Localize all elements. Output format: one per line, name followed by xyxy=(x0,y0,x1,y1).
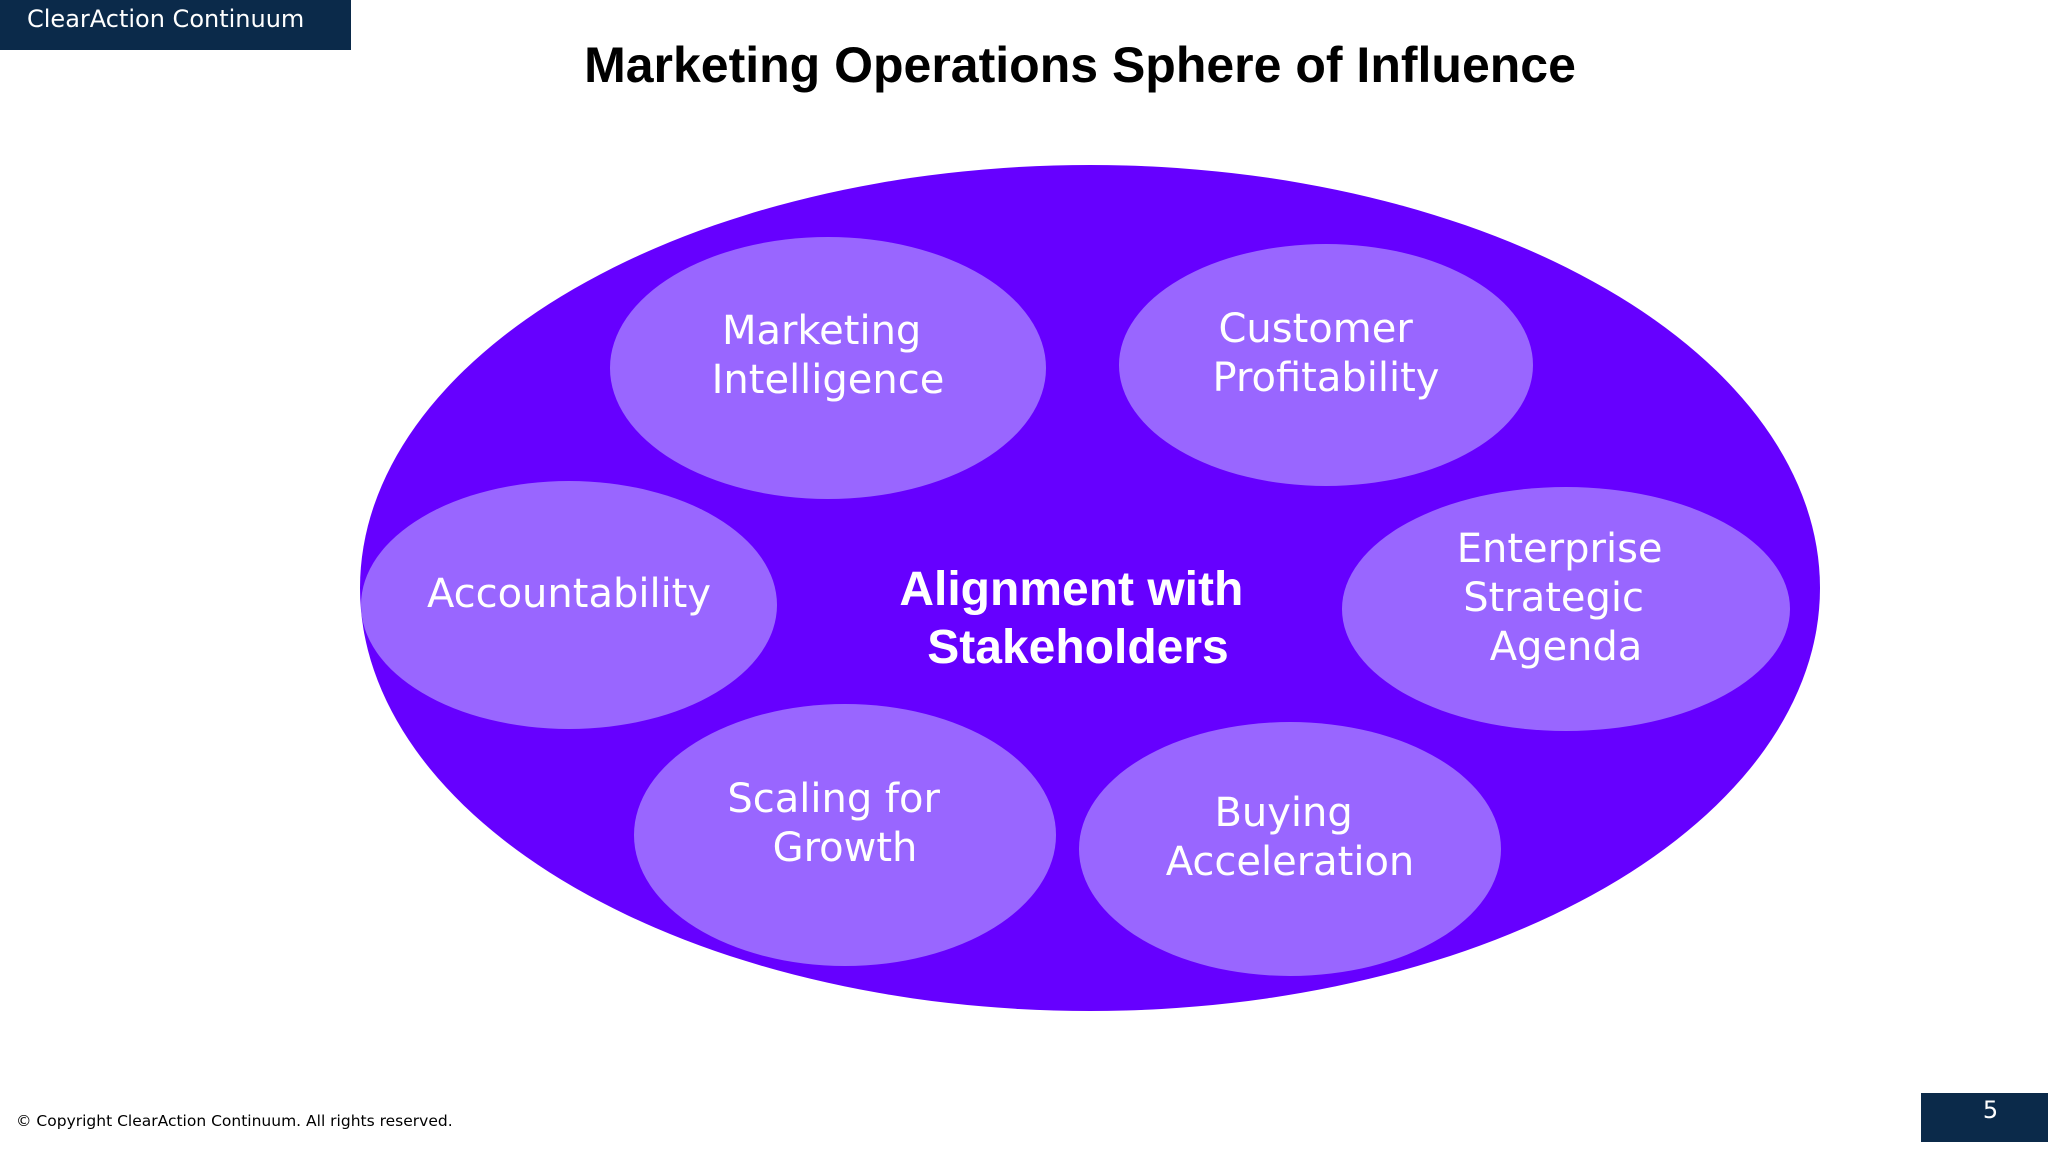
bubble-line: Growth xyxy=(773,825,918,871)
bubble-line: Acceleration xyxy=(1166,839,1415,885)
bubble-line: Profitability xyxy=(1213,355,1440,401)
bubble-line: Intelligence xyxy=(712,357,945,403)
center-label-line: Alignment with xyxy=(899,563,1243,616)
bubble-line: Accountability xyxy=(427,571,711,617)
bubble-marketing-intelligence: Marketing Intelligence xyxy=(610,237,1046,499)
bubble-buying-acceleration: Buying Acceleration xyxy=(1079,722,1501,976)
svg-text:Customer Profitability: Customer Profitability xyxy=(1213,306,1440,401)
svg-text:Accountability: Accountability xyxy=(427,571,711,617)
brand-name: ClearAction Continuum xyxy=(27,5,305,33)
bubble-accountability: Accountability xyxy=(361,481,777,729)
page-number: 5 xyxy=(1921,1093,2048,1142)
bubble-customer-profitability: Customer Profitability xyxy=(1119,244,1533,486)
bubble-enterprise-strategic-agenda: Enterprise Strategic Agenda xyxy=(1342,487,1790,731)
bubble-line: Customer xyxy=(1218,306,1413,352)
bubble-scaling-for-growth: Scaling for Growth xyxy=(634,704,1056,966)
svg-text:Buying Acceleration: Buying Acceleration xyxy=(1166,790,1415,885)
bubble-line: Strategic xyxy=(1463,575,1644,621)
bubble-line: Agenda xyxy=(1490,624,1643,670)
brand-tab: ClearAction Continuum xyxy=(0,0,351,50)
bubble-line: Buying xyxy=(1214,790,1352,836)
bubble-line: Marketing xyxy=(722,308,921,354)
bubble-line: Enterprise xyxy=(1457,526,1663,572)
copyright-notice: © Copyright ClearAction Continuum. All r… xyxy=(16,1112,453,1130)
svg-text:Enterprise Strategic: Enterprise Strategic Agenda xyxy=(1457,526,1675,670)
center-label-line: Stakeholders xyxy=(927,621,1228,674)
svg-text:Scaling for Growth: Scaling for Growth xyxy=(727,776,952,871)
bubble-line: Scaling for xyxy=(727,776,940,822)
slide-title: Marketing Operations Sphere of Influence xyxy=(584,37,1576,93)
page-number-value: 5 xyxy=(1982,1096,1999,1124)
svg-text:Marketing Intelligence: Marketing Intelligence xyxy=(712,308,945,403)
center-label: Alignment with Stakeholders xyxy=(899,563,1256,674)
